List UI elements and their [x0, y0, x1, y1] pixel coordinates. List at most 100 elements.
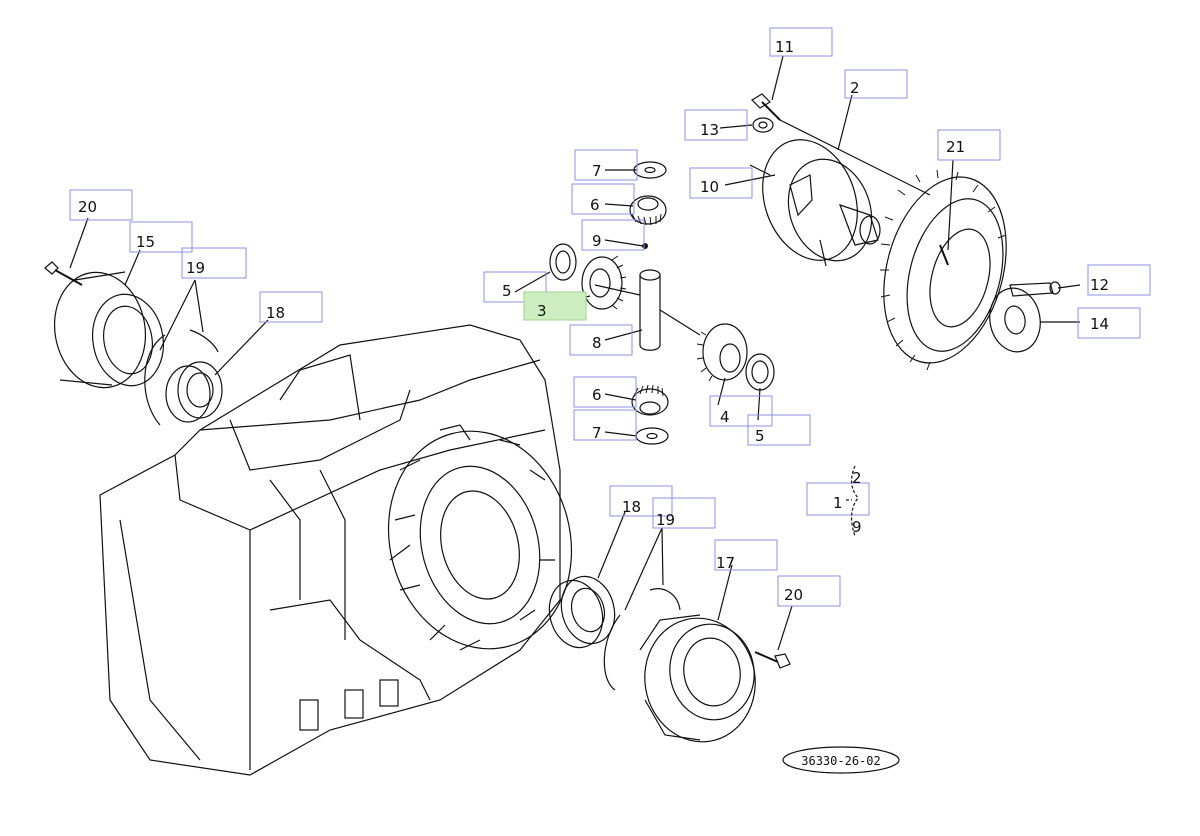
- callout-label: 18: [622, 498, 641, 516]
- callout-7b[interactable]: 7: [573, 409, 637, 442]
- callout-box[interactable]: [609, 485, 673, 517]
- left-thrust-washer-5: [549, 243, 577, 281]
- callout-box[interactable]: [937, 129, 1001, 161]
- callout-11[interactable]: 11: [769, 27, 833, 57]
- left-bolt-20: [44, 261, 83, 286]
- callout-label: 11: [775, 38, 794, 56]
- callout-19b[interactable]: 19: [652, 497, 716, 529]
- reference-code-text: 36330-26-02: [801, 754, 880, 768]
- callout-box[interactable]: [129, 221, 193, 253]
- callout-box[interactable]: [714, 539, 778, 571]
- callout-20b[interactable]: 20: [777, 575, 841, 607]
- callout-label: 5: [502, 282, 512, 300]
- left-circlip-19: [144, 329, 219, 426]
- callout-label: 13: [700, 121, 719, 139]
- pinion-shaft-8: [594, 269, 701, 351]
- left-side-gear-3: [581, 255, 627, 310]
- callout-5a[interactable]: 5: [483, 271, 547, 303]
- callout-box[interactable]: [844, 69, 908, 99]
- reference-code: 36330-26-02: [782, 746, 900, 774]
- bracket-bottom-label: 9: [852, 518, 862, 536]
- right-bearing-18: [548, 575, 616, 649]
- callout-4[interactable]: 4: [709, 395, 773, 427]
- callout-label: 3: [537, 302, 547, 320]
- callout-box[interactable]: [523, 291, 587, 321]
- callout-9[interactable]: 9: [581, 219, 645, 251]
- callout-box[interactable]: [574, 149, 638, 181]
- callout-box[interactable]: [483, 271, 547, 303]
- callout-box[interactable]: [684, 109, 748, 141]
- left-bearing-holder-15: [53, 271, 164, 389]
- lock-plate-14: [989, 287, 1041, 353]
- differential-case-10: [749, 119, 931, 267]
- callout-label: 7: [592, 162, 602, 180]
- lower-thrust-washer-7: [635, 427, 669, 445]
- callout-box[interactable]: [652, 497, 716, 529]
- callout-20a[interactable]: 20: [69, 189, 133, 221]
- callout-label: 6: [590, 196, 600, 214]
- callout-box[interactable]: [581, 219, 645, 251]
- callout-label: 5: [755, 427, 765, 445]
- callout-3[interactable]: 3: [523, 291, 587, 321]
- callout-label: 15: [136, 233, 155, 251]
- callout-18a[interactable]: 18: [259, 291, 323, 323]
- callout-10[interactable]: 10: [689, 167, 753, 199]
- callout-label: 8: [592, 334, 602, 352]
- right-bearing-holder-17: [639, 614, 756, 743]
- callout-14[interactable]: 14: [1077, 307, 1141, 339]
- callout-box[interactable]: [1077, 307, 1141, 339]
- assembly-bracket: 1 2 9: [806, 465, 870, 537]
- callout-box[interactable]: [1087, 264, 1151, 296]
- callout-label: 19: [656, 511, 675, 529]
- diff-nut-13: [752, 117, 774, 133]
- callout-label: 20: [78, 198, 97, 216]
- callout-19a[interactable]: 19: [181, 247, 247, 279]
- callout-5b[interactable]: 5: [747, 414, 811, 446]
- callout-label: 20: [784, 586, 803, 604]
- callout-8[interactable]: 8: [569, 324, 633, 356]
- callout-13[interactable]: 13: [684, 109, 748, 141]
- callout-17[interactable]: 17: [714, 539, 778, 572]
- callout-6b[interactable]: 6: [573, 376, 637, 408]
- bracket-top-label: 2: [852, 469, 862, 487]
- callout-2[interactable]: 2: [844, 69, 908, 99]
- upper-thrust-washer-7: [633, 161, 667, 179]
- diff-bolt-11: [751, 93, 781, 121]
- right-circlip-19: [603, 588, 681, 691]
- callout-box[interactable]: [689, 167, 753, 199]
- callout-box[interactable]: [709, 395, 773, 427]
- callout-label: 14: [1090, 315, 1109, 333]
- callout-box[interactable]: [569, 324, 633, 356]
- callout-box[interactable]: [573, 409, 637, 441]
- callout-label: 6: [592, 386, 602, 404]
- callout-box[interactable]: [259, 291, 323, 323]
- callout-18b[interactable]: 18: [609, 485, 673, 517]
- callout-label: 4: [720, 408, 730, 426]
- right-bolt-20: [754, 651, 791, 669]
- callout-label: 17: [716, 554, 735, 572]
- callout-label: 9: [592, 232, 602, 250]
- callout-label: 2: [850, 79, 860, 97]
- transmission-housing: [99, 324, 573, 776]
- callout-box[interactable]: [571, 183, 635, 215]
- callout-box[interactable]: [747, 414, 811, 446]
- callout-box[interactable]: [181, 247, 247, 279]
- left-bearing-18: [165, 361, 223, 423]
- callout-box[interactable]: [69, 189, 133, 221]
- callout-label: 18: [266, 304, 285, 322]
- callout-box[interactable]: [573, 376, 637, 408]
- callout-12[interactable]: 12: [1087, 264, 1151, 296]
- callout-21[interactable]: 21: [937, 129, 1001, 161]
- right-thrust-washer-5: [745, 353, 775, 391]
- callout-box[interactable]: [769, 27, 833, 57]
- callout-label: 12: [1090, 276, 1109, 294]
- callout-box[interactable]: [777, 575, 841, 607]
- callout-15[interactable]: 15: [129, 221, 193, 253]
- leader-lines: [69, 55, 1081, 651]
- callout-label: 7: [592, 424, 602, 442]
- callout-7a[interactable]: 7: [574, 149, 638, 181]
- callout-6a[interactable]: 6: [571, 183, 635, 215]
- callout-label: 10: [700, 178, 719, 196]
- callout-label-1: 1: [833, 494, 843, 512]
